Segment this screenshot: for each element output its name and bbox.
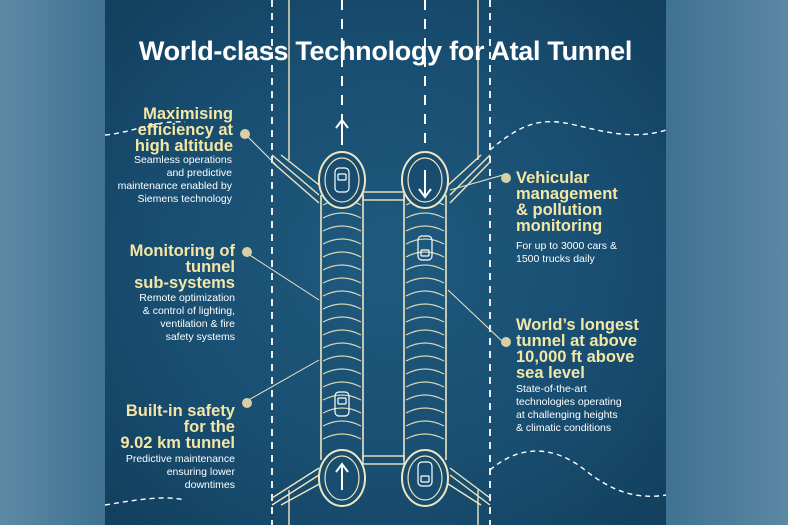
efficiency-description-line: Seamless operations	[133, 154, 232, 166]
monitoring-description-line: ventilation & fire	[160, 318, 235, 330]
vehicular-heading-line: monitoring	[516, 217, 603, 235]
longest-heading-line: World’s longest	[516, 316, 639, 334]
efficiency-description-line: and predictive	[166, 167, 232, 179]
vehicular-heading: Vehicular management & pollution monitor…	[516, 169, 656, 235]
efficiency-description-line: maintenance enabled by	[117, 180, 232, 192]
portal-ring-bottom-right	[401, 449, 449, 507]
longest-description: State-of-the-art technologies operating …	[516, 383, 661, 435]
longest-heading-line: tunnel at above	[516, 332, 638, 350]
safety-bullet-dot	[242, 398, 252, 408]
safety-heading-line: Built-in safety	[125, 402, 235, 420]
monitoring-heading: Monitoring of tunnel sub-systems	[115, 242, 236, 292]
monitoring-description-line: Remote optimization	[139, 292, 235, 304]
safety-description-line: downtimes	[184, 479, 235, 491]
longest-heading-line: 10,000 ft above	[516, 348, 635, 366]
safety-description: Predictive maintenance ensuring lower do…	[105, 453, 235, 492]
car-icon	[334, 391, 350, 417]
page-title: World-class Technology for Atal Tunnel	[138, 36, 633, 66]
efficiency-heading: Maximising efficiency at high altitude	[115, 105, 233, 155]
efficiency-description: Seamless operations and predictive maint…	[105, 154, 232, 206]
efficiency-heading-line: high altitude	[134, 137, 233, 155]
safety-description-line: ensuring lower	[166, 466, 235, 478]
longest-description-line: & climatic conditions	[516, 422, 612, 434]
longest-description-line: at challenging heights	[516, 409, 618, 421]
arrow-up-icon	[335, 118, 349, 145]
longest-bullet-dot	[501, 337, 511, 347]
monitoring-description: Remote optimization & control of lightin…	[105, 292, 235, 344]
vehicular-description-line: For up to 3000 cars &	[516, 240, 617, 252]
safety-heading-line: for the	[183, 418, 235, 436]
car-icon	[417, 461, 433, 487]
arrow-up-icon	[335, 462, 349, 490]
left-background-margin	[0, 0, 105, 525]
vehicular-heading-line: & pollution	[516, 201, 603, 219]
longest-heading-line: sea level	[516, 364, 585, 382]
efficiency-bullet-dot	[240, 129, 250, 139]
vehicular-heading-line: Vehicular	[516, 169, 590, 187]
monitoring-description-line: & control of lighting,	[142, 305, 235, 317]
safety-heading-line: 9.02 km tunnel	[120, 434, 235, 452]
monitoring-description-line: safety systems	[165, 331, 235, 343]
car-icon	[334, 167, 350, 193]
monitoring-heading-line: sub-systems	[134, 274, 235, 292]
infographic-panel: World-class Technology for Atal Tunnel M…	[105, 0, 666, 525]
tunnel-illustration	[105, 0, 666, 525]
efficiency-heading-line: Maximising	[143, 105, 233, 123]
vehicular-bullet-dot	[501, 173, 511, 183]
monitoring-heading-line: Monitoring of	[129, 242, 235, 260]
right-background-margin	[666, 0, 788, 525]
safety-heading: Built-in safety for the 9.02 km tunnel	[115, 402, 235, 452]
monitoring-heading-line: tunnel	[185, 258, 236, 276]
efficiency-description-line: Siemens technology	[137, 193, 232, 205]
vehicular-description: For up to 3000 cars & 1500 trucks daily	[516, 240, 656, 266]
vehicular-heading-line: management	[516, 185, 618, 203]
longest-description-line: State-of-the-art	[516, 383, 587, 395]
longest-heading: World’s longest tunnel at above 10,000 f…	[516, 316, 661, 382]
longest-description-line: technologies operating	[516, 396, 622, 408]
vehicular-description-line: 1500 trucks daily	[516, 253, 595, 265]
arrow-down-icon	[418, 170, 432, 199]
monitoring-bullet-dot	[242, 247, 252, 257]
car-icon	[417, 235, 433, 261]
safety-description-line: Predictive maintenance	[125, 453, 235, 465]
efficiency-heading-line: efficiency at	[137, 121, 233, 139]
